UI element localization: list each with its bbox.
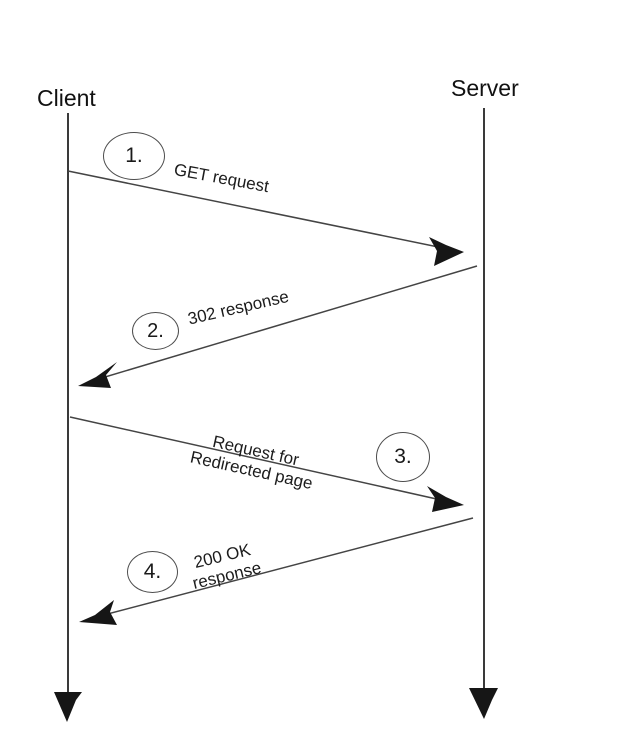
message-arrowhead-2-icon [78, 362, 117, 388]
actor-label-client: Client [37, 85, 96, 111]
step-badge-4: 4. [127, 551, 178, 593]
message-arrowhead-1-icon [429, 237, 464, 266]
step-number-4: 4. [143, 560, 162, 583]
message-arrowhead-4-icon [79, 600, 117, 625]
step-number-1: 1. [125, 144, 143, 167]
step-badge-2: 2. [132, 312, 179, 350]
server-lifeline-arrowhead-icon [469, 688, 498, 719]
actor-label-server: Server [451, 75, 519, 101]
step-number-2: 2. [147, 319, 164, 342]
message-line-1 [67, 170, 449, 250]
message-arrowhead-3-icon [427, 486, 464, 512]
step-number-3: 3. [394, 445, 412, 468]
step-badge-1: 1. [103, 132, 165, 180]
client-lifeline-arrowhead-icon [54, 692, 82, 722]
step-badge-3: 3. [376, 432, 430, 482]
message-line-4 [95, 517, 474, 618]
message-line-3 [69, 416, 451, 503]
message-line-2 [94, 265, 478, 381]
